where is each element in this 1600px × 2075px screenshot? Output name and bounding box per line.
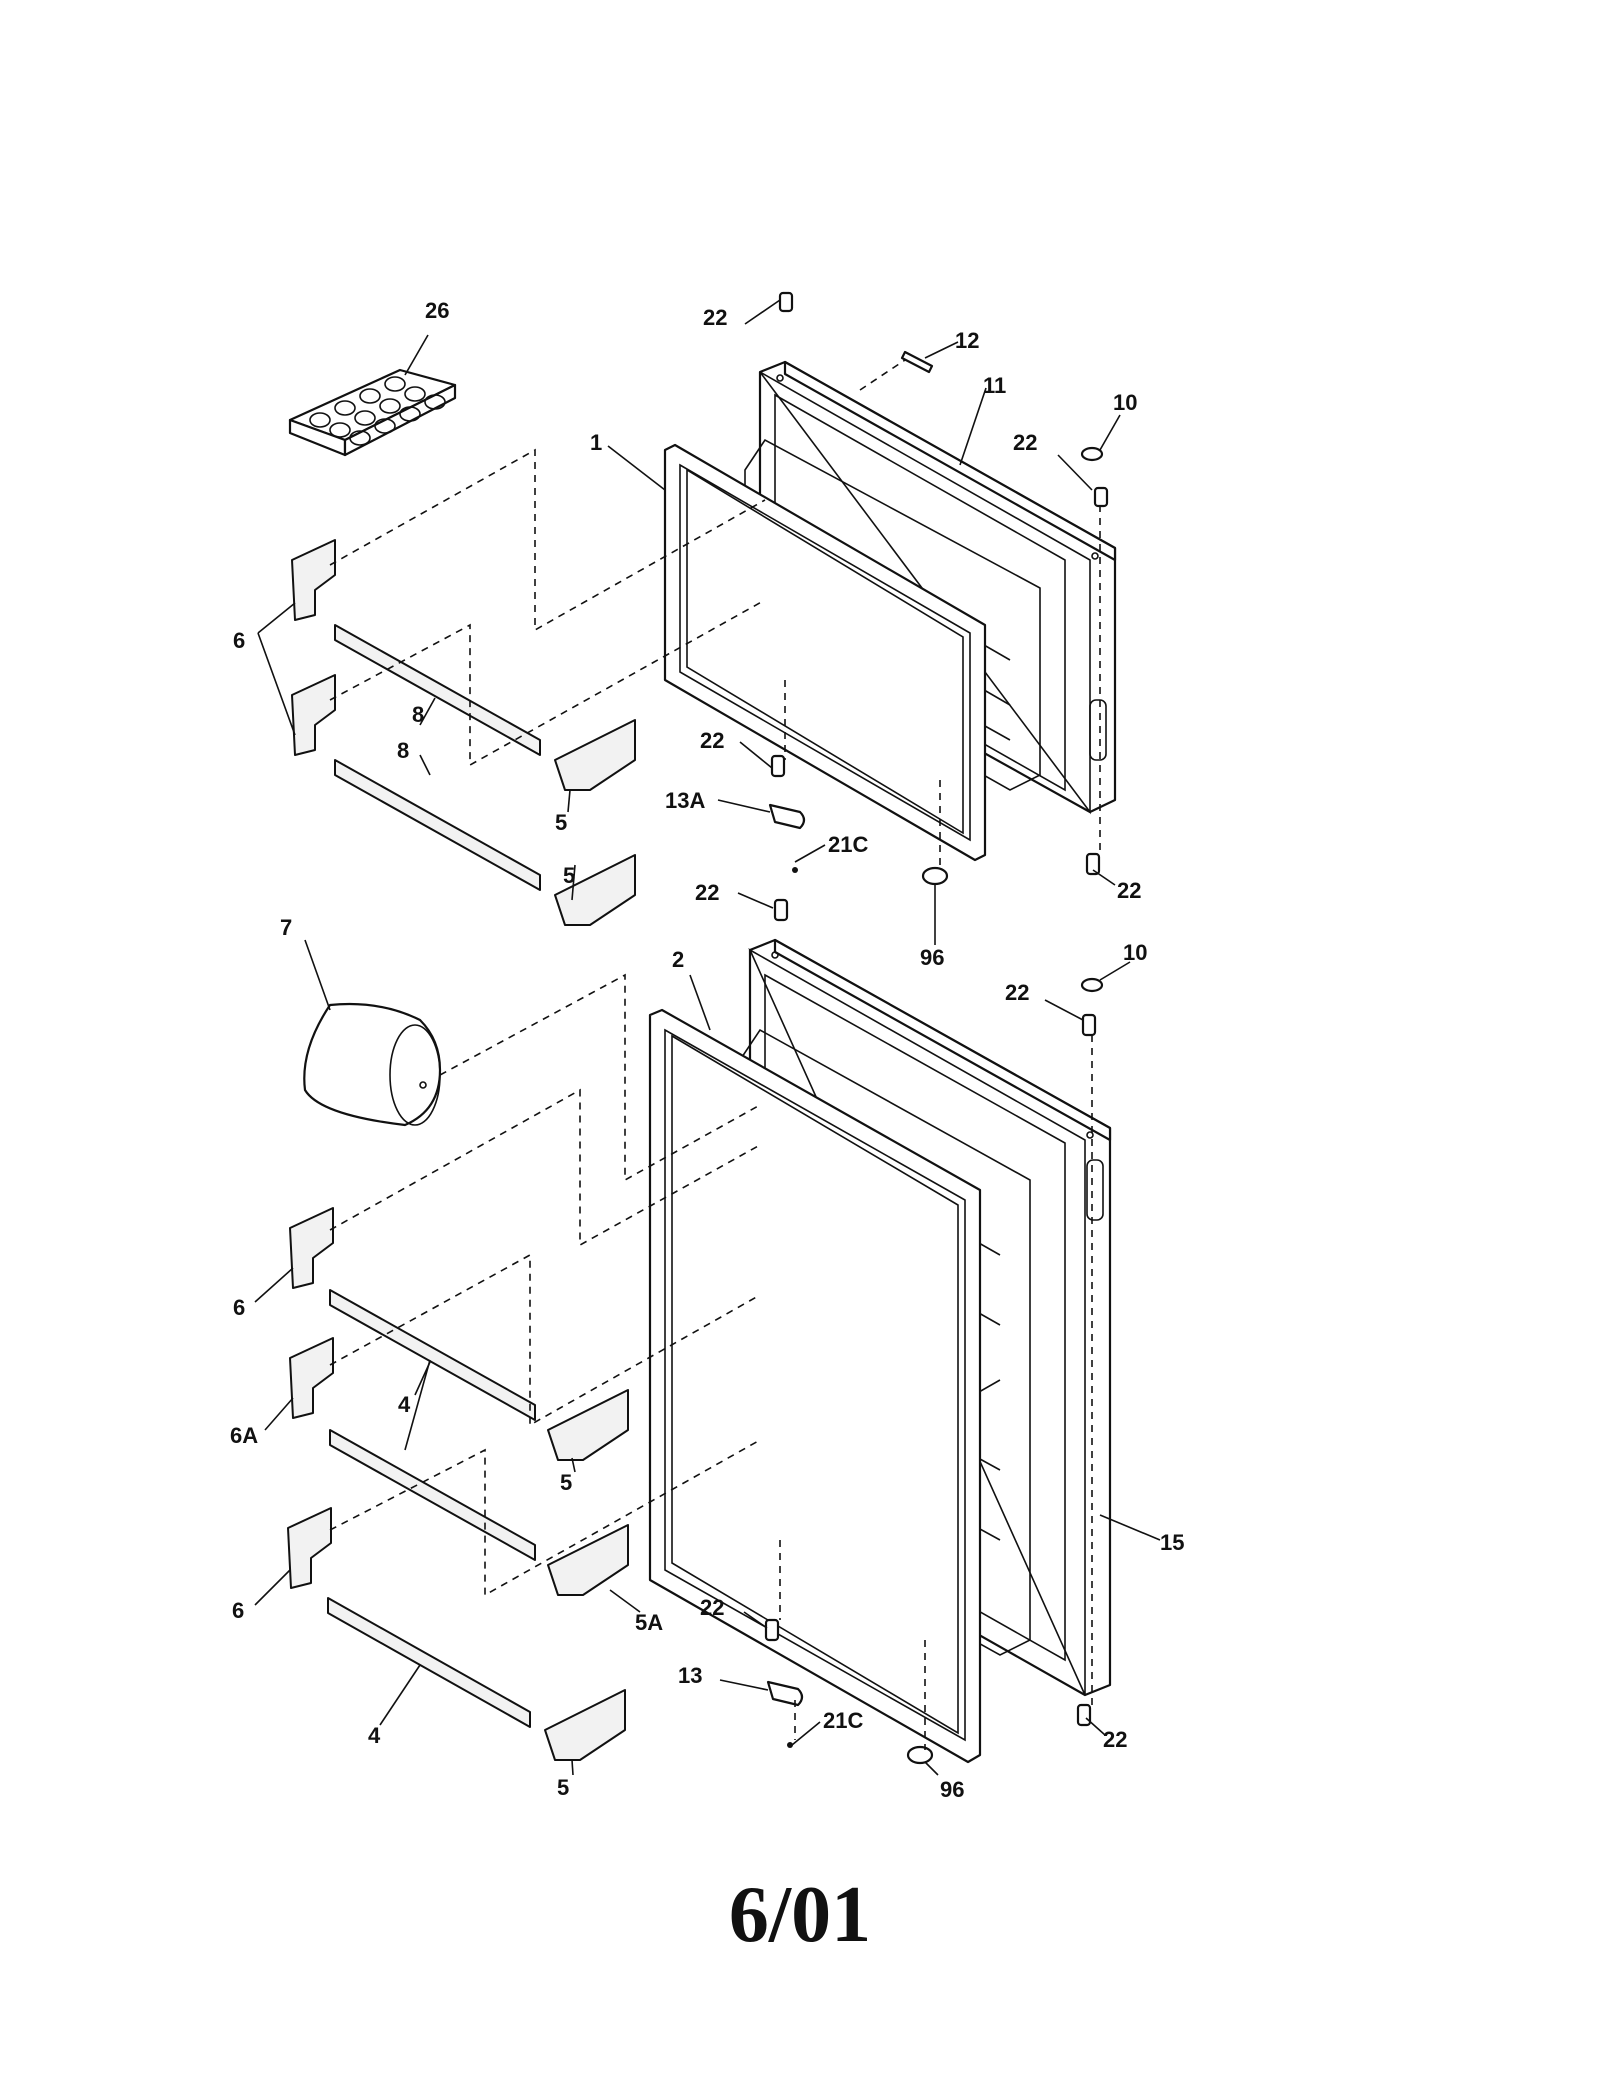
callout-10: 10: [1113, 390, 1137, 415]
plug-icon: [1080, 977, 1104, 993]
callout-5: 5: [563, 863, 575, 888]
shelf-bars: [327, 624, 541, 1728]
screw-icon: [778, 291, 794, 313]
callout-6: 6: [232, 1598, 244, 1623]
callout-8: 8: [397, 738, 409, 763]
callout-6A: 6A: [230, 1423, 258, 1448]
callout-22: 22: [703, 305, 727, 330]
callout-22: 22: [1103, 1727, 1127, 1752]
callout-5A: 5A: [635, 1610, 663, 1635]
callout-labels: 26 22 12 11 10 22 1 6 8 8 22 13A 21C 5 5…: [230, 298, 1184, 1802]
callout-6: 6: [233, 628, 245, 653]
shelf-brackets-right: [544, 719, 636, 1761]
hinge-icon: [766, 1680, 804, 1707]
callout-96: 96: [920, 945, 944, 970]
callout-10: 10: [1123, 940, 1147, 965]
callout-13A: 13A: [665, 788, 705, 813]
callout-21C: 21C: [828, 832, 868, 857]
freezer-door-11: [758, 360, 1117, 815]
callout-21C: 21C: [823, 1708, 863, 1733]
hinge-icon: [768, 803, 806, 830]
pin-icon: [792, 867, 798, 873]
callout-26: 26: [425, 298, 449, 323]
callout-13: 13: [678, 1663, 702, 1688]
screw-icon: [1085, 852, 1101, 876]
callout-22: 22: [1013, 430, 1037, 455]
callout-12: 12: [955, 328, 979, 353]
callout-4: 4: [398, 1392, 411, 1417]
bushing-icon: [921, 866, 949, 886]
shelf-brackets-left: [287, 539, 336, 1589]
callout-1: 1: [590, 430, 602, 455]
screw-icon: [1076, 1703, 1092, 1727]
callout-5: 5: [557, 1775, 569, 1800]
callout-6: 6: [233, 1295, 245, 1320]
callout-96: 96: [940, 1777, 964, 1802]
callout-7: 7: [280, 915, 292, 940]
callout-2: 2: [672, 947, 684, 972]
callout-22: 22: [700, 1595, 724, 1620]
fresh-food-gasket-2: [648, 1008, 982, 1764]
callout-4: 4: [368, 1723, 381, 1748]
callout-15: 15: [1160, 1530, 1184, 1555]
callout-11: 11: [983, 373, 1006, 398]
screw-icon: [1081, 1013, 1097, 1037]
assembly-dash-lines: [329, 359, 1101, 1750]
leader-lines: [254, 299, 1161, 1776]
screw-icon: [770, 754, 786, 778]
dairy-compartment-7: [303, 1002, 442, 1127]
hardware-parts: [764, 291, 1109, 1765]
screw-icon: [764, 1618, 780, 1642]
freezer-handle-icon: [1089, 699, 1107, 761]
egg-tray-26: [288, 368, 457, 457]
bushing-icon: [906, 1745, 934, 1765]
screw-icon: [773, 898, 789, 922]
revision-code: 6/01: [728, 1871, 872, 1959]
fresh-food-handle-icon: [1086, 1159, 1104, 1221]
plug-icon: [1080, 446, 1104, 462]
pin-icon: [787, 1742, 793, 1748]
screw-icon: [1093, 486, 1109, 508]
freezer-gasket-1: [663, 443, 987, 862]
callout-22: 22: [695, 880, 719, 905]
callout-5: 5: [555, 810, 567, 835]
callout-22: 22: [1117, 878, 1141, 903]
callout-22: 22: [1005, 980, 1029, 1005]
callout-22: 22: [700, 728, 724, 753]
callout-8: 8: [412, 702, 424, 727]
callout-5: 5: [560, 1470, 572, 1495]
trim-clip-icon: [900, 350, 934, 374]
